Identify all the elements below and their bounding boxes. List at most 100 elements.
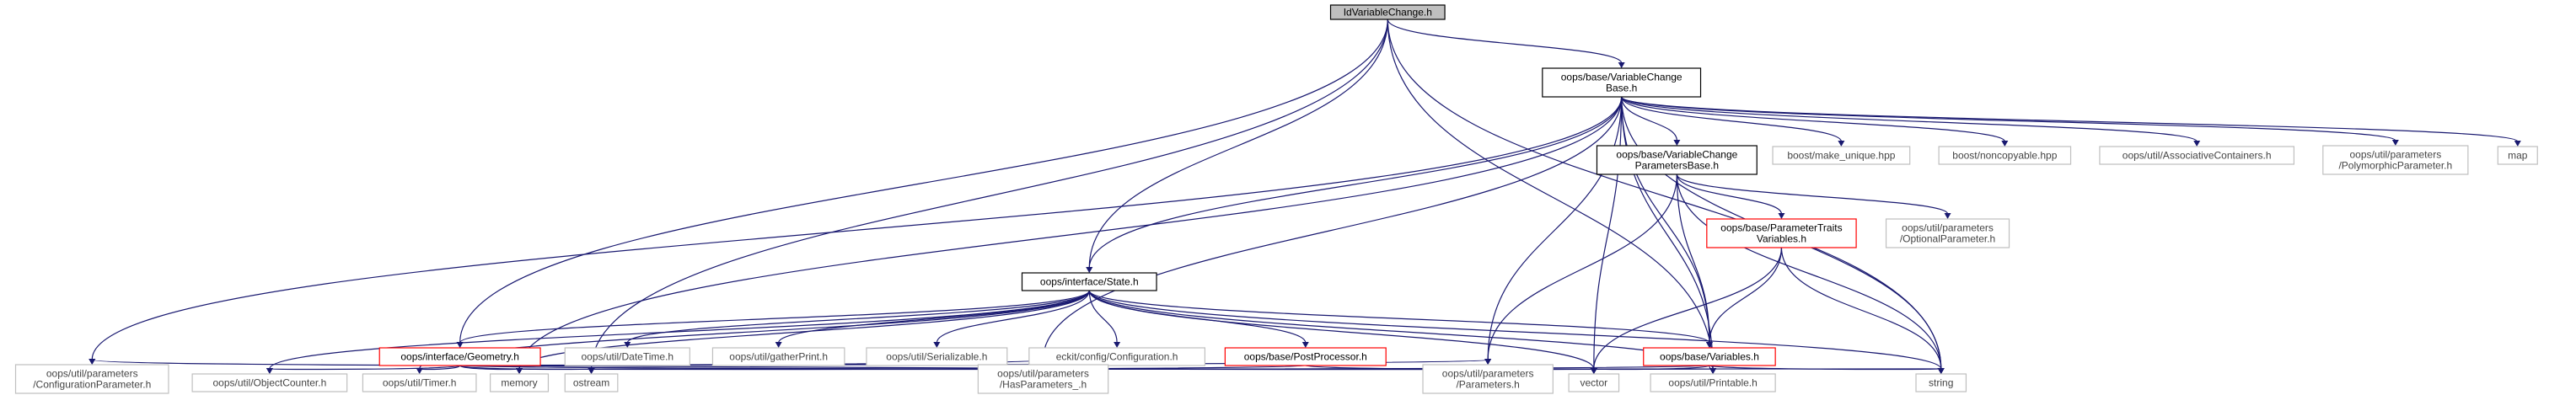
- node-poly[interactable]: oops/util/parameters/PolymorphicParamete…: [2322, 145, 2469, 175]
- arrowhead-icon: [1709, 368, 1717, 374]
- node-optp[interactable]: oops/util/parameters/OptionalParameter.h: [1885, 218, 2010, 248]
- node-label: oops/util/Serializable.h: [886, 351, 987, 363]
- arrowhead-icon: [1838, 141, 1845, 147]
- node-vector[interactable]: vector: [1568, 373, 1620, 392]
- node-label: eckit/config/Configuration.h: [1056, 351, 1178, 363]
- arrowhead-icon: [588, 368, 595, 374]
- node-box: [564, 373, 619, 392]
- node-box: [1885, 218, 2010, 248]
- node-label: oops/interface/State.h: [1040, 276, 1139, 288]
- node-box: [14, 364, 169, 394]
- node-label: oops/util/parameters: [1902, 222, 1994, 234]
- node-hasp[interactable]: oops/util/parameters/HasParameters_.h: [977, 364, 1109, 394]
- node-box: [1650, 373, 1776, 392]
- arrowhead-icon: [1705, 342, 1713, 348]
- node-box: [564, 347, 690, 366]
- node-box: [1596, 145, 1758, 175]
- node-ostream[interactable]: ostream: [564, 373, 619, 392]
- edge-state-to-geom: [456, 290, 1090, 348]
- arrowhead-icon: [266, 368, 273, 374]
- arrowhead-icon: [2514, 141, 2521, 147]
- arrowhead-icon: [1114, 342, 1121, 348]
- node-box: [490, 373, 550, 392]
- edge-idvc-to-state: [1086, 19, 1388, 273]
- edge-vcpb-to-optp: [1676, 173, 1951, 219]
- edge-vcb-to-bnc: [1621, 96, 2009, 147]
- node-label: oops/util/AssociativeContainers.h: [2123, 150, 2272, 162]
- edge-vcb-to-vars: [1621, 96, 1713, 348]
- edge-geom-to-ostream: [459, 365, 595, 374]
- node-datetime[interactable]: oops/util/DateTime.h: [564, 347, 690, 366]
- arrowhead-icon: [933, 342, 941, 348]
- node-label: oops/util/DateTime.h: [581, 351, 674, 363]
- edge-vcb-to-map: [1621, 96, 2521, 147]
- node-eckit[interactable]: eckit/config/Configuration.h: [1028, 347, 1205, 366]
- node-params[interactable]: oops/util/parameters/Parameters.h: [1422, 364, 1554, 394]
- node-box: [1422, 364, 1554, 394]
- node-label: /PolymorphicParameter.h: [2338, 160, 2452, 172]
- node-label: oops/base/VariableChange: [1616, 149, 1737, 161]
- edge-vcb-to-printable: [1621, 96, 1717, 374]
- node-box: [1915, 373, 1967, 392]
- node-label: oops/util/Timer.h: [383, 377, 457, 389]
- node-label: IdVariableChange.h: [1344, 7, 1432, 19]
- node-label: oops/util/gatherPrint.h: [729, 351, 828, 363]
- node-postproc[interactable]: oops/base/PostProcessor.h: [1224, 347, 1387, 366]
- arrowhead-icon: [1301, 342, 1309, 348]
- node-state[interactable]: oops/interface/State.h: [1021, 272, 1157, 291]
- node-box: [711, 347, 845, 366]
- arrowhead-icon: [416, 368, 423, 374]
- arrowhead-icon: [1944, 213, 1951, 219]
- node-gprint[interactable]: oops/util/gatherPrint.h: [711, 347, 845, 366]
- node-bnc[interactable]: boost/noncopyable.hpp: [1938, 146, 2072, 165]
- edge-vars-to-vector: [1590, 365, 1710, 374]
- node-box: [866, 347, 1008, 366]
- node-label: oops/util/parameters: [997, 368, 1089, 380]
- node-assoc[interactable]: oops/util/AssociativeContainers.h: [2099, 146, 2294, 165]
- node-label: boost/make_unique.hpp: [1787, 150, 1895, 162]
- node-bmu[interactable]: boost/make_unique.hpp: [1772, 146, 1911, 165]
- node-memory[interactable]: memory: [490, 373, 550, 392]
- node-box: [1938, 146, 2072, 165]
- edge-vcpb-to-ptv: [1676, 173, 1785, 219]
- edge-state-to-eckit: [1088, 290, 1121, 348]
- edge-state-to-gprint: [775, 290, 1090, 348]
- edge-vcb-to-poly: [1621, 96, 2399, 146]
- node-box: [362, 373, 477, 392]
- node-string[interactable]: string: [1915, 373, 1967, 392]
- edge-state-to-string: [1088, 290, 1945, 374]
- node-label: map: [2508, 150, 2528, 162]
- node-label: /HasParameters_.h: [1000, 379, 1087, 391]
- edge-idvc-to-ostream: [588, 19, 1388, 374]
- node-box: [1021, 272, 1157, 291]
- edge-vcb-to-confp: [89, 96, 1623, 365]
- edge-vcb-to-vcpb: [1621, 96, 1681, 146]
- node-box: [2322, 145, 2469, 175]
- arrowhead-icon: [1618, 62, 1625, 68]
- node-label: oops/util/parameters: [46, 368, 138, 380]
- node-geom[interactable]: oops/interface/Geometry.h: [378, 347, 541, 366]
- arrowhead-icon: [2391, 140, 2399, 146]
- edge-idvc-to-vcb: [1387, 19, 1625, 68]
- node-box: [2099, 146, 2294, 165]
- node-serial[interactable]: oops/util/Serializable.h: [866, 347, 1008, 366]
- node-map[interactable]: map: [2497, 146, 2538, 165]
- node-printable[interactable]: oops/util/Printable.h: [1650, 373, 1776, 392]
- node-objc[interactable]: oops/util/ObjectCounter.h: [191, 373, 348, 392]
- node-timer[interactable]: oops/util/Timer.h: [362, 373, 477, 392]
- node-label: boost/noncopyable.hpp: [1952, 150, 2057, 162]
- node-label: oops/base/ParameterTraits: [1720, 222, 1842, 234]
- node-vars[interactable]: oops/base/Variables.h: [1643, 347, 1776, 366]
- node-label: ostream: [573, 377, 609, 389]
- node-box: [977, 364, 1109, 394]
- arrowhead-icon: [1673, 140, 1681, 146]
- node-confp[interactable]: oops/util/parameters/ConfigurationParame…: [14, 364, 169, 394]
- node-box: [1568, 373, 1620, 392]
- arrowhead-icon: [1937, 368, 1945, 374]
- node-label: oops/util/ObjectCounter.h: [213, 377, 327, 389]
- node-box: [1224, 347, 1387, 366]
